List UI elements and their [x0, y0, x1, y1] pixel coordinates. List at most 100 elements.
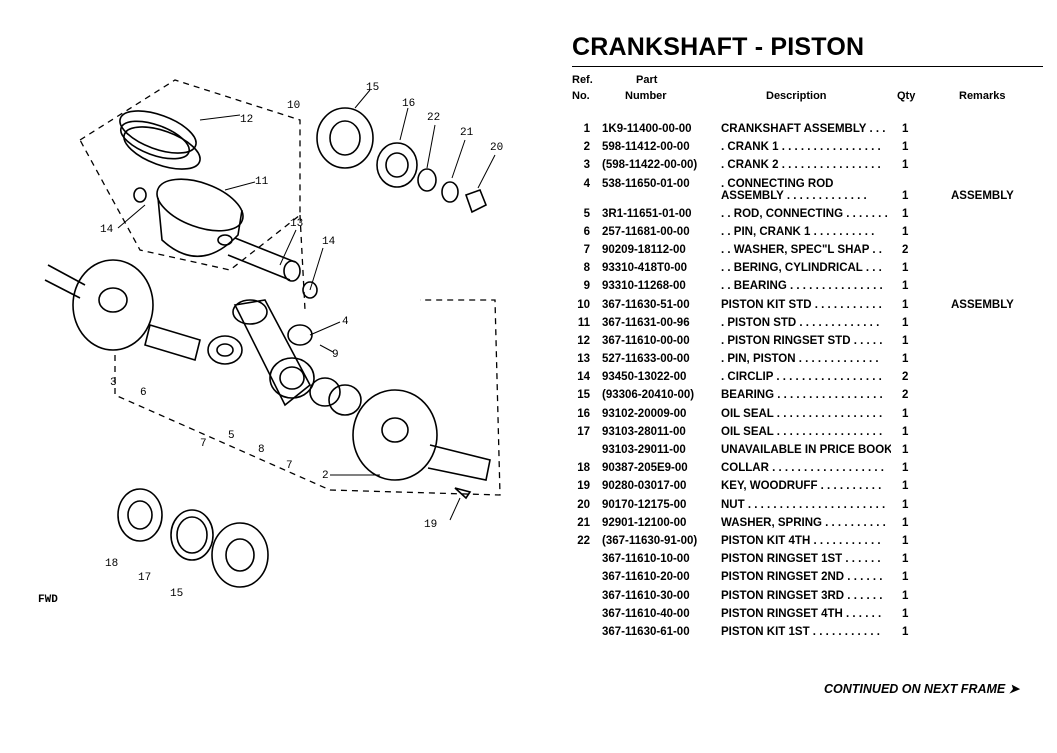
quantity: 2	[902, 371, 909, 384]
ref-number: 5	[583, 207, 590, 220]
quantity: 1	[902, 425, 909, 438]
page-title: CRANKSHAFT - PISTON	[572, 33, 865, 61]
table-row: 22(367-11630-91-00)PISTON KIT 4TH . . . …	[572, 535, 1047, 553]
part-number: 92901-12100-00	[602, 516, 687, 529]
quantity: 1	[902, 534, 909, 547]
description: PISTON RINGSET 4TH . . . . . .	[721, 607, 882, 620]
diagram-label-7a: 7	[200, 438, 207, 450]
quantity: 1	[902, 353, 909, 366]
description: OIL SEAL . . . . . . . . . . . . . . . .…	[721, 425, 883, 438]
diagram-label-20: 20	[490, 142, 503, 154]
diagram-label-6: 6	[140, 387, 147, 399]
remarks: ASSEMBLY	[951, 298, 1014, 311]
ref-number: 17	[577, 425, 590, 438]
quantity: 1	[902, 516, 909, 529]
part-number: 257-11681-00-00	[602, 225, 690, 238]
diagram-label-9: 9	[332, 349, 339, 361]
diagram-label-12: 12	[240, 114, 253, 126]
ref-number: 11	[577, 316, 590, 329]
quantity: 1	[902, 141, 909, 154]
ref-number: 10	[577, 298, 590, 311]
description: PISTON RINGSET 1ST . . . . . .	[721, 553, 881, 566]
description: CRANKSHAFT ASSEMBLY . . .	[721, 123, 886, 135]
description: PISTON KIT STD . . . . . . . . . . .	[721, 298, 882, 311]
ref-number: 18	[577, 462, 590, 475]
description: . . ROD, CONNECTING . . . . . . .	[721, 207, 888, 220]
part-number: 527-11633-00-00	[602, 353, 690, 366]
description: OIL SEAL . . . . . . . . . . . . . . . .…	[721, 407, 883, 420]
description: PISTON RINGSET 2ND . . . . . .	[721, 571, 883, 584]
quantity: 1	[902, 553, 909, 566]
continued-footer: CONTINUED ON NEXT FRAME ➤	[824, 682, 1020, 696]
quantity: 1	[902, 498, 909, 511]
part-number: 90170-12175-00	[602, 498, 687, 511]
ref-number: 22	[577, 534, 590, 547]
table-row: 367-11610-10-00 PISTON RINGSET 1ST . . . …	[572, 553, 1047, 571]
description: . PIN, PISTON . . . . . . . . . . . . .	[721, 353, 879, 366]
table-row: 3 (598-11422-00-00) . CRANK 2 . . . . . . …	[572, 159, 1047, 177]
ref-number: 12	[577, 334, 590, 347]
diagram-label-10: 10	[287, 100, 300, 112]
part-number: 93450-13022-00	[602, 371, 687, 384]
remarks: ASSEMBLY	[951, 189, 1014, 202]
quantity: 1	[902, 407, 909, 420]
ref-number: 6	[583, 225, 590, 238]
part-number: 367-11610-20-00	[602, 571, 690, 584]
table-row: 367-11630-61-00 PISTON KIT 1ST . . . . . …	[572, 626, 1047, 644]
part-number: (93306-20410-00)	[602, 389, 695, 402]
description: . . BEARING . . . . . . . . . . . . . . …	[721, 280, 883, 293]
part-number: 93102-20009-00	[602, 407, 687, 420]
quantity: 1	[902, 462, 909, 475]
part-number: 93310-418T0-00	[602, 262, 688, 275]
diagram-label-2: 2	[322, 470, 329, 482]
diagram-label-17: 17	[138, 572, 151, 584]
diagram-label-fwd: FWD	[38, 594, 58, 606]
quantity: 2	[902, 243, 909, 256]
diagram-label-3: 3	[110, 377, 117, 389]
diagram-label-14b: 14	[322, 236, 336, 248]
ref-number: 3	[583, 159, 590, 172]
diagram-drawing: 10 12 11 14 13 14 15 16 22 21 20 4 9 3 6…	[38, 79, 503, 606]
diagram-label-18: 18	[105, 558, 118, 570]
diagram-label-13: 13	[290, 218, 303, 230]
ref-number: 15	[577, 389, 590, 402]
header-ref-line2: No.	[572, 90, 590, 102]
description: . . PIN, CRANK 1 . . . . . . . . . .	[721, 225, 875, 238]
ref-number: 9	[583, 280, 590, 293]
description: . CONNECTING ROD ASSEMBLY . . . . . . . …	[721, 178, 891, 202]
description: . CRANK 2 . . . . . . . . . . . . . . . …	[721, 159, 881, 172]
exploded-parts-diagram: 10 12 11 14 13 14 15 16 22 21 20 4 9 3 6…	[38, 79, 503, 606]
quantity: 1	[902, 225, 909, 238]
part-number: 90280-03017-00	[602, 480, 687, 493]
diagram-label-16a: 16	[402, 98, 415, 110]
description: . PISTON RINGSET STD . . . . .	[721, 334, 883, 347]
part-number: 367-11610-10-00	[602, 553, 690, 566]
description: . CRANK 1 . . . . . . . . . . . . . . . …	[721, 141, 881, 154]
diagram-label-14a: 14	[100, 224, 114, 236]
diagram-label-11: 11	[255, 176, 269, 188]
part-number: (598-11422-00-00)	[602, 159, 698, 172]
part-number: 93103-29011-00	[602, 444, 686, 456]
ref-number: 8	[583, 262, 590, 275]
diagram-label-21: 21	[460, 127, 474, 139]
quantity: 1	[902, 262, 909, 275]
quantity: 1	[902, 625, 909, 638]
part-number: 367-11610-30-00	[602, 589, 690, 602]
part-number: 90209-18112-00	[602, 243, 686, 256]
description: PISTON KIT 1ST . . . . . . . . . . .	[721, 625, 880, 638]
header-qty: Qty	[897, 90, 916, 102]
part-number: 367-11630-61-00	[602, 625, 690, 638]
quantity: 1	[902, 607, 909, 620]
